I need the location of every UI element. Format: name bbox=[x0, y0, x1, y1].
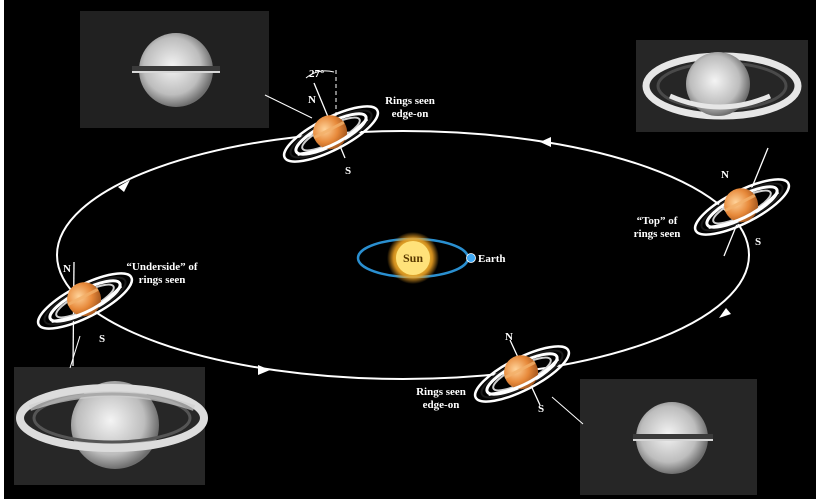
top-south-label: S bbox=[345, 165, 351, 177]
pointer-top-left bbox=[264, 94, 313, 119]
photo-underside-of-rings bbox=[14, 367, 208, 485]
pointer-bottom-right bbox=[551, 396, 584, 425]
left-north-label: N bbox=[63, 263, 71, 275]
saturn-bottom-position: N S Rings seen edge-on bbox=[416, 331, 578, 415]
top-of-rings-label-line1: “Top” of bbox=[637, 215, 678, 227]
orbit-arrow-top bbox=[540, 137, 551, 147]
sun-label: Sun bbox=[403, 251, 423, 265]
top-edge-on-label-line1: Rings seen bbox=[385, 95, 435, 107]
orbit-arrow-right bbox=[719, 308, 731, 318]
underside-label-line1: “Underside” of bbox=[126, 261, 198, 273]
earth-label: Earth bbox=[478, 253, 506, 265]
right-north-label: N bbox=[721, 169, 729, 181]
sun bbox=[396, 241, 430, 275]
saturn-orbit bbox=[56, 130, 750, 380]
underside-label-line2: rings seen bbox=[139, 274, 186, 286]
bottom-south-label: S bbox=[538, 403, 544, 415]
saturn-right-position: N S “Top” of rings seen bbox=[634, 147, 798, 257]
orbit-arrow-left bbox=[118, 180, 130, 192]
saturn-top-position: 27° N S Rings seen edge-on bbox=[274, 68, 435, 177]
bottom-edge-on-label-line2: edge-on bbox=[423, 399, 460, 411]
tilt-angle-label: 27° bbox=[309, 68, 324, 80]
photo-top-of-rings bbox=[636, 40, 808, 132]
top-of-rings-label-line2: rings seen bbox=[634, 228, 681, 240]
earth bbox=[466, 253, 476, 263]
top-edge-on-label-line2: edge-on bbox=[392, 108, 429, 120]
bottom-edge-on-label-line1: Rings seen bbox=[416, 386, 466, 398]
pointer-bottom-left bbox=[69, 335, 81, 369]
right-south-label: S bbox=[755, 236, 761, 248]
photo-edge-on-bottom-right bbox=[580, 379, 757, 495]
photo-edge-on-top-left bbox=[80, 11, 269, 128]
saturn-left-position: N S “Underside” of rings seen bbox=[28, 258, 198, 367]
left-south-label: S bbox=[99, 333, 105, 345]
bottom-north-label: N bbox=[505, 331, 513, 343]
orbit-arrow-bottom bbox=[258, 365, 270, 375]
top-north-label: N bbox=[308, 94, 316, 106]
